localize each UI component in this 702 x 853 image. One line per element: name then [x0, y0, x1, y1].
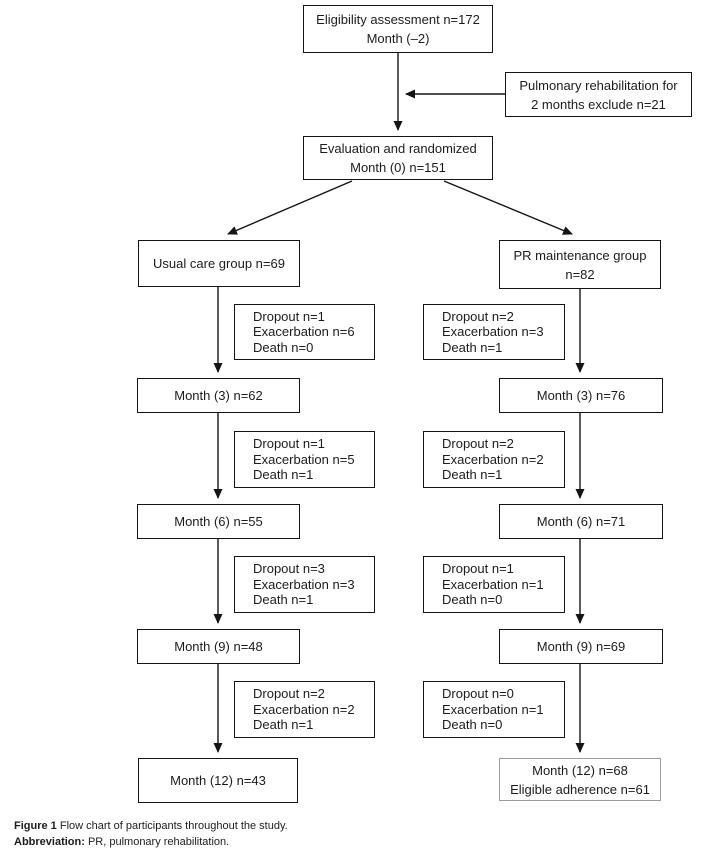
- final-line2: Eligible adherence n=61: [510, 781, 650, 797]
- death-line: Death n=1: [442, 339, 503, 355]
- final-outcome-box: Month (12) n=68 Eligible adherence n=61: [499, 758, 661, 801]
- month-label: Month (9) n=69: [536, 639, 626, 654]
- dropout-box-left-3: Dropout n=3 Exacerbation n=3 Death n=1: [234, 556, 375, 613]
- figure-caption: Figure 1 Flow chart of participants thro…: [14, 818, 288, 850]
- pr-group-line1: PR maintenance group: [513, 247, 647, 263]
- dropout-line: Dropout n=1: [442, 561, 514, 577]
- month-label: Month (9) n=48: [174, 639, 263, 654]
- month-box-left-9: Month (9) n=48: [137, 629, 300, 664]
- month-box-right-9: Month (9) n=69: [499, 629, 663, 664]
- exacerbation-line: Exacerbation n=3: [442, 324, 544, 340]
- figure-caption-text: Flow chart of participants throughout th…: [56, 820, 288, 832]
- month-label: Month (6) n=71: [536, 514, 626, 529]
- exclusion-line2: 2 months exclude n=21: [531, 96, 666, 112]
- dropout-line: Dropout n=0: [442, 686, 514, 702]
- death-line: Death n=0: [253, 339, 314, 355]
- exclusion-box: Pulmonary rehabilitation for 2 months ex…: [505, 72, 692, 117]
- abbreviation-line: Abbreviation: PR, pulmonary rehabilitati…: [14, 834, 288, 850]
- month-box-left-6: Month (6) n=55: [137, 504, 300, 539]
- month-label: Month (3) n=76: [536, 388, 626, 403]
- death-line: Death n=1: [253, 592, 314, 608]
- dropout-line: Dropout n=2: [442, 308, 514, 324]
- death-line: Death n=1: [253, 717, 314, 733]
- dropout-line: Dropout n=3: [253, 561, 325, 577]
- dropout-box-right-1: Dropout n=2 Exacerbation n=3 Death n=1: [423, 304, 565, 360]
- death-line: Death n=0: [442, 592, 503, 608]
- randomization-line2: Month (0) n=151: [350, 160, 446, 175]
- dropout-box-left-4: Dropout n=2 Exacerbation n=2 Death n=1: [234, 681, 375, 738]
- pr-group-line2: n=82: [565, 266, 595, 282]
- dropout-box-right-3: Dropout n=1 Exacerbation n=1 Death n=0: [423, 556, 565, 613]
- usual-care-group-box: Usual care group n=69: [138, 240, 300, 287]
- month-label: Month (6) n=55: [174, 514, 263, 529]
- exacerbation-line: Exacerbation n=6: [253, 324, 355, 340]
- month-label: Month (12) n=43: [170, 773, 266, 788]
- exacerbation-line: Exacerbation n=3: [253, 576, 355, 592]
- month-box-left-12: Month (12) n=43: [138, 758, 298, 803]
- month-box-right-6: Month (6) n=71: [499, 504, 663, 539]
- dropout-box-right-2: Dropout n=2 Exacerbation n=2 Death n=1: [423, 431, 565, 488]
- randomization-box: Evaluation and randomized Month (0) n=15…: [303, 136, 493, 180]
- exacerbation-line: Exacerbation n=1: [442, 701, 544, 717]
- exacerbation-line: Exacerbation n=2: [442, 451, 544, 467]
- abbreviation-label: Abbreviation:: [14, 836, 85, 848]
- exacerbation-line: Exacerbation n=1: [442, 576, 544, 592]
- death-line: Death n=0: [442, 717, 503, 733]
- usual-care-group-label: Usual care group n=69: [153, 256, 285, 271]
- final-line1: Month (12) n=68: [532, 762, 628, 778]
- death-line: Death n=1: [442, 467, 503, 483]
- month-box-left-3: Month (3) n=62: [137, 378, 300, 413]
- dropout-box-left-1: Dropout n=1 Exacerbation n=6 Death n=0: [234, 304, 375, 360]
- eligibility-line2: Month (–2): [366, 31, 430, 46]
- pr-maintenance-group-box: PR maintenance group n=82: [499, 240, 661, 289]
- dropout-line: Dropout n=1: [253, 308, 325, 324]
- exclusion-line1: Pulmonary rehabilitation for: [519, 77, 678, 93]
- eligibility-line1: Eligibility assessment n=172: [316, 12, 480, 27]
- dropout-line: Dropout n=1: [253, 436, 325, 452]
- exacerbation-line: Exacerbation n=5: [253, 451, 355, 467]
- dropout-line: Dropout n=2: [442, 436, 514, 452]
- dropout-box-left-2: Dropout n=1 Exacerbation n=5 Death n=1: [234, 431, 375, 488]
- randomization-line1: Evaluation and randomized: [319, 141, 477, 156]
- month-box-right-3: Month (3) n=76: [499, 378, 663, 413]
- figure-caption-label: Figure 1: [14, 820, 57, 832]
- dropout-line: Dropout n=2: [253, 686, 325, 702]
- eligibility-box: Eligibility assessment n=172 Month (–2): [303, 5, 493, 53]
- dropout-box-right-4: Dropout n=0 Exacerbation n=1 Death n=0: [423, 681, 565, 738]
- month-label: Month (3) n=62: [174, 388, 263, 403]
- death-line: Death n=1: [253, 467, 314, 483]
- exacerbation-line: Exacerbation n=2: [253, 701, 355, 717]
- abbreviation-text: PR, pulmonary rehabilitation.: [84, 836, 230, 848]
- figure-caption-line: Figure 1 Flow chart of participants thro…: [14, 818, 288, 834]
